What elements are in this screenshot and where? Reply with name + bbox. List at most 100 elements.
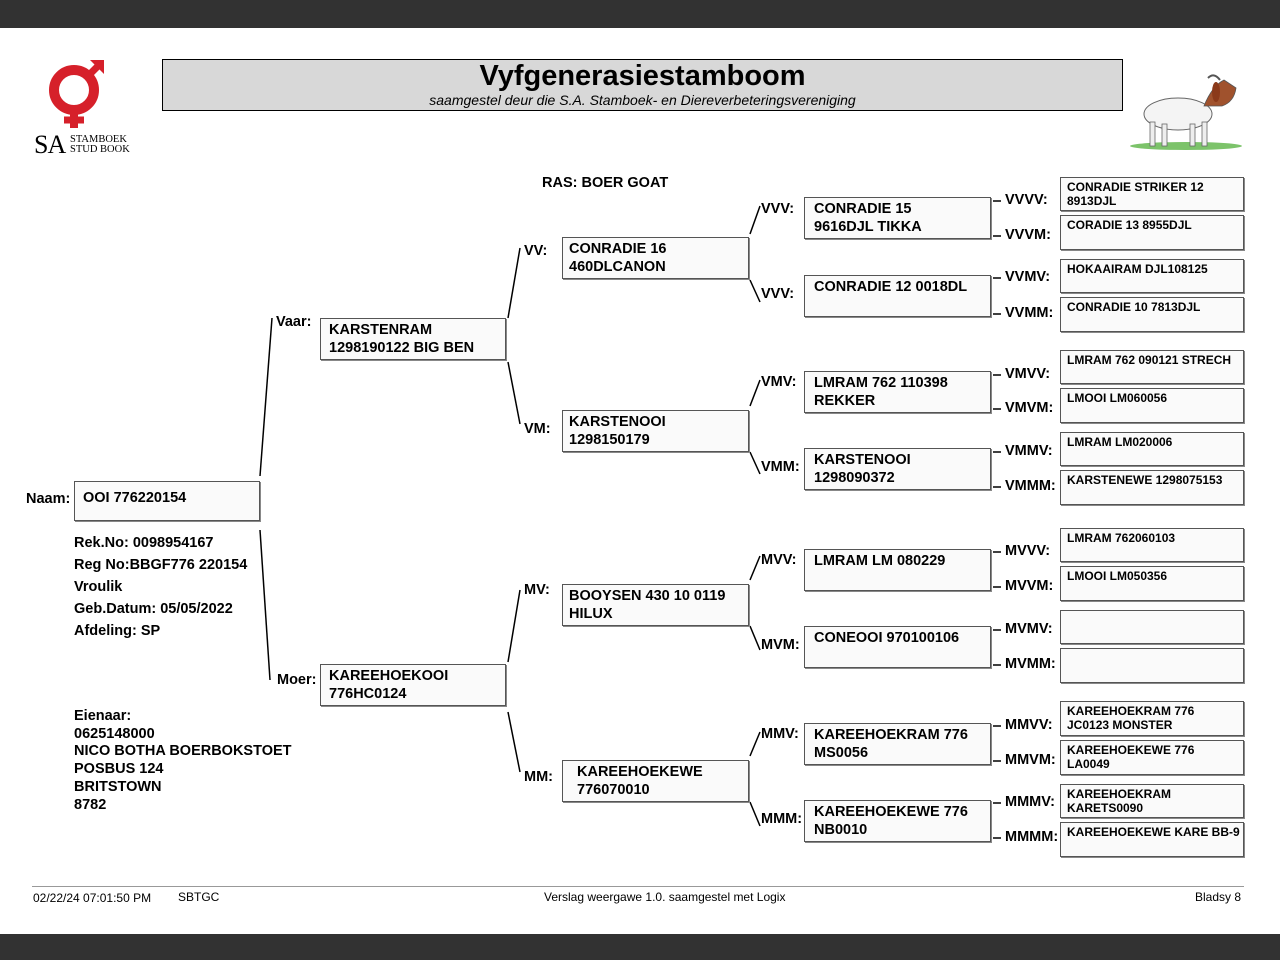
mvv-line-1: LMRAM LM 080229 (814, 553, 946, 569)
vvm-box[interactable]: CONRADIE 12 0018DL (804, 275, 991, 317)
sa-studbook-logo-icon (49, 60, 104, 128)
vvmv-box[interactable]: HOKAAIRAM DJL108125 (1060, 259, 1244, 293)
vvv-line-1: CONRADIE 15 (814, 201, 912, 217)
mvvm-label: MVVM: (1005, 578, 1054, 594)
page-title: Vyfgenerasiestamboom (479, 60, 806, 92)
vmvv-label: VMVV: (1005, 366, 1051, 382)
vmv-box[interactable]: LMRAM 762 110398 REKKER (804, 371, 991, 413)
vmmv-box[interactable]: LMRAM LM020006 (1060, 432, 1244, 466)
mvv-label: MVV: (761, 552, 797, 568)
mvv-box[interactable]: LMRAM LM 080229 (804, 549, 991, 591)
vmmv-label: VMMV: (1005, 443, 1053, 459)
reg-no: Reg No:BBGF776 220154 (74, 557, 248, 573)
viewer-bottom-bar (0, 934, 1280, 960)
afdeling: Afdeling: SP (74, 623, 161, 639)
vaar-label: Vaar: (276, 314, 312, 330)
subject-animal-box[interactable]: OOI 776220154 (74, 481, 260, 521)
vv-line-1: CONRADIE 16 (569, 241, 667, 257)
viewer-top-bar (0, 0, 1280, 28)
moer-label: Moer: (277, 672, 317, 688)
vm-box[interactable]: KARSTENOOI 1298150179 (562, 410, 749, 452)
vvv-line-2: 9616DJL TIKKA (814, 219, 922, 235)
mvvv-label: MVVV: (1005, 543, 1051, 559)
vvv-label: VVV: (761, 201, 795, 217)
mmmv-label: MMMV: (1005, 794, 1055, 810)
owner-phone: 0625148000 (74, 725, 155, 742)
mmm-box[interactable]: KAREEHOEKEWE 776 NB0010 (804, 800, 991, 842)
mmmm-box[interactable]: KAREEHOEKEWE KARE BB-9 (1060, 822, 1244, 857)
mmmv-line-2: KARETS0090 (1067, 801, 1144, 815)
vvvv-line-2: 8913DJL (1067, 194, 1117, 208)
footer-divider (32, 886, 1244, 887)
mmvm-label: MMVM: (1005, 752, 1056, 768)
vvvv-box[interactable]: CONRADIE STRIKER 12 8913DJL (1060, 177, 1244, 211)
mmvm-box[interactable]: KAREEHOEKEWE 776 LA0049 (1060, 740, 1244, 775)
mmvm-line-1: KAREEHOEKEWE 776 (1067, 743, 1195, 757)
vmm-box[interactable]: KARSTENOOI 1298090372 (804, 448, 991, 490)
vvv-box[interactable]: CONRADIE 15 9616DJL TIKKA (804, 197, 991, 239)
mv-line-1: BOOYSEN 430 10 0119 (569, 588, 726, 604)
vv-label: VV: (524, 243, 548, 259)
mmmv-box[interactable]: KAREEHOEKRAM KARETS0090 (1060, 784, 1244, 818)
vvmm-line-1: CONRADIE 10 7813DJL (1067, 300, 1201, 314)
logo-studbook-text: STAMBOEK STUD BOOK (70, 134, 130, 155)
vmm-line-2: 1298090372 (814, 470, 895, 486)
mm-line-1: KAREEHOEKEWE (577, 764, 703, 780)
vmvm-line-1: LMOOI LM060056 (1067, 391, 1168, 405)
vmmm-label: VMMM: (1005, 478, 1056, 494)
mmvv-label: MMVV: (1005, 717, 1053, 733)
logo-line-2: STUD BOOK (70, 144, 130, 155)
vvm-line-1: CONRADIE 12 0018DL (814, 279, 968, 295)
mvm-label: MVM: (761, 637, 800, 653)
mmv-box[interactable]: KAREEHOEKRAM 776 MS0056 (804, 723, 991, 765)
vm-line-2: 1298150179 (569, 432, 650, 448)
mm-box[interactable]: KAREEHOEKEWE 776070010 (562, 760, 749, 802)
mvmm-label: MVMM: (1005, 656, 1056, 672)
logo-sa-text: SA (34, 130, 66, 159)
mvm-line-1: CONEOOI 970100106 (814, 630, 960, 646)
vmvm-label: VMVM: (1005, 400, 1054, 416)
vmvv-box[interactable]: LMRAM 762 090121 STRECH (1060, 350, 1244, 384)
mmm-line-1: KAREEHOEKEWE 776 (814, 804, 968, 820)
mm-line-2: 776070010 (577, 782, 650, 798)
title-box: Vyfgenerasiestamboom saamgestel deur die… (162, 59, 1123, 111)
mvmv-box[interactable] (1060, 610, 1244, 644)
mm-label: MM: (524, 769, 553, 785)
vvvm-box[interactable]: CORADIE 13 8955DJL (1060, 215, 1244, 250)
mvvm-box[interactable]: LMOOI LM050356 (1060, 566, 1244, 601)
vmv-line-1: LMRAM 762 110398 (814, 375, 948, 391)
owner-address-2: BRITSTOWN (74, 778, 162, 795)
mmvv-line-1: KAREEHOEKRAM 776 (1067, 704, 1195, 718)
footer-page-number: Bladsy 8 (1195, 890, 1242, 904)
dam-box[interactable]: KAREEHOEKOOI 776HC0124 (320, 664, 506, 706)
mmvv-box[interactable]: KAREEHOEKRAM 776 JC0123 MONSTER (1060, 701, 1244, 736)
vvvm-label: VVVM: (1005, 227, 1051, 243)
vmm-label: VMM: (761, 459, 800, 475)
vvmv-label: VVMV: (1005, 269, 1051, 285)
boer-goat-illustration (1130, 74, 1242, 150)
vmvm-box[interactable]: LMOOI LM060056 (1060, 388, 1244, 423)
sire-box[interactable]: KARSTENRAM 1298190122 BIG BEN (320, 318, 506, 360)
vmv-label: VMV: (761, 374, 797, 390)
mv-line-2: HILUX (569, 606, 613, 622)
vmv-line-2: REKKER (814, 393, 876, 409)
naam-label: Naam: (26, 491, 71, 507)
mmmm-label: MMMM: (1005, 829, 1059, 845)
vmmm-box[interactable]: KARSTENEWE 1298075153 (1060, 470, 1244, 505)
footer-timestamp: 02/22/24 07:01:50 PM (33, 891, 152, 905)
mvm-box[interactable]: CONEOOI 970100106 (804, 626, 991, 668)
mvvm-line-1: LMOOI LM050356 (1067, 569, 1168, 583)
vmmm-line-1: KARSTENEWE 1298075153 (1067, 473, 1223, 487)
vmvv-line-1: LMRAM 762 090121 STRECH (1067, 353, 1232, 367)
mvmm-box[interactable] (1060, 648, 1244, 683)
owner-address-1: POSBUS 124 (74, 761, 164, 778)
rek-no: Rek.No: 0098954167 (74, 535, 214, 551)
mvvv-box[interactable]: LMRAM 762060103 (1060, 528, 1244, 562)
mv-box[interactable]: BOOYSEN 430 10 0119 HILUX (562, 584, 749, 626)
dam-line-2: 776HC0124 (329, 686, 407, 702)
vmm-line-1: KARSTENOOI (814, 452, 911, 468)
owner-details: Eienaar: 0625148000 NICO BOTHA BOERBOKST… (74, 708, 292, 814)
sire-line-2: 1298190122 BIG BEN (329, 340, 475, 356)
vv-box[interactable]: CONRADIE 16 460DLCANON (562, 237, 749, 279)
vvmm-box[interactable]: CONRADIE 10 7813DJL (1060, 297, 1244, 332)
